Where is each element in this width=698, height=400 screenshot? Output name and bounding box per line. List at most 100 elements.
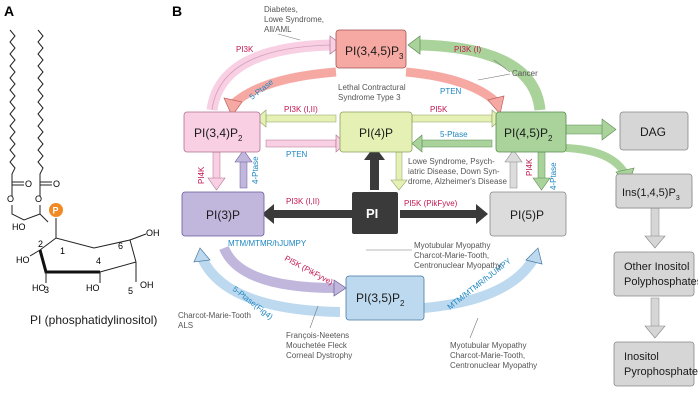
disease-lowe-line1: Lowe Syndrome, Psych- [408, 157, 495, 166]
disease-francois-line3: Corneal Dystrophy [286, 351, 352, 360]
atom-o1: O [25, 179, 32, 189]
atom-ho3: HO [32, 283, 46, 293]
node-dag: DAG [619, 111, 689, 151]
arrow-ins-to-other-head [644, 235, 666, 249]
disease-myotubular-bottom: Myotubular Myopathy Charcot-Marie-Tooth,… [450, 317, 537, 370]
arrow-pi-to-pi4-band [370, 156, 379, 190]
phosphate-circle [49, 203, 63, 217]
arrow-pi45-to-pi4-band [421, 139, 493, 148]
disease-francois-line1: François-Neetens [286, 331, 349, 340]
arrow-pi35-to-pi3-head [193, 247, 211, 263]
node-pi-label: PI [366, 206, 378, 221]
arrow-pi-to-pi3-band [272, 210, 352, 218]
node-pi345: PI(3,4,5)P3 [335, 29, 407, 69]
node-dag-label: DAG [640, 125, 666, 139]
node-pi34: PI(3,4)P2 [183, 111, 261, 153]
disease-top-line2: Lowe Syndrome, [264, 15, 324, 24]
node-pi345-label: PI(3,4,5)P [345, 44, 399, 58]
arrow-pi3-to-pi34-band [239, 159, 248, 189]
arrow-pi45-to-dag-band [565, 124, 605, 135]
node-pi3: PI(3)P [181, 191, 265, 237]
disease-francois-line2: Mouchetée Fleck [286, 341, 348, 350]
enzyme-pten-top: PTEN [440, 87, 462, 96]
arrow-pi4-to-pi-band [395, 151, 403, 183]
node-pi34-sub: 2 [238, 134, 243, 143]
arrow-pi5-to-pi45-band [509, 159, 518, 189]
arrow-pi35-to-pi5-band [423, 255, 539, 313]
phospho-bond [39, 213, 49, 223]
arrow-pi45-to-ins-band [565, 144, 628, 175]
disease-myo-bottom-line2: Charcot-Marie-Tooth, [450, 351, 525, 360]
atom-o3: O [53, 179, 60, 189]
disease-cmt-line1: Charcot-Marie-Tooth [178, 311, 251, 320]
disease-lowe-line2: iatric Disease, Down Syn- [408, 167, 500, 176]
enzyme-pi5k-top: PI5K [430, 105, 448, 114]
disease-lethal: Lethal Contractural Syndrome Type 3 [338, 83, 406, 102]
node-pi345-sub: 3 [399, 52, 404, 61]
node-pi45-sub: 2 [548, 134, 553, 143]
arrow-pi345-to-pi34-head [223, 97, 243, 117]
node-pi35: PI(3,5)P2 [345, 275, 425, 321]
svg-text:Ins(1,4,5)P3: Ins(1,4,5)P3 [622, 187, 680, 202]
disease-lethal-line2: Syndrome Type 3 [338, 93, 401, 102]
arrow-pi45-to-pi5-head [532, 177, 551, 191]
node-ins145-sub: 3 [676, 195, 680, 202]
node-other-line1: Other Inositol [624, 261, 689, 273]
fatty-acid-chain-2 [37, 29, 44, 182]
arrow-pi-to-pi4-head [364, 146, 385, 160]
arrow-pi345-to-pi34-band [228, 67, 337, 109]
glycerol-backbone [11, 205, 41, 221]
disease-top-line3: All/AML [264, 25, 292, 34]
enzyme-4ptase-left: 4-Ptase [251, 156, 260, 184]
node-pi3-label: PI(3)P [206, 208, 240, 222]
disease-top-line1: Diabetes, [264, 5, 298, 14]
node-ins145-label: Ins(1,4,5)P [622, 187, 676, 199]
arrow-pi34-to-pi4-band [265, 139, 337, 148]
position-2: 2 [38, 239, 43, 249]
enzyme-pten-mid: PTEN [286, 150, 308, 159]
atom-ho1: HO [12, 222, 26, 232]
arrow-pi4-to-pi45-band [411, 114, 493, 123]
arrow-other-to-pyro-band [650, 297, 660, 329]
enzyme-5ptase-mid: 5-Ptase [440, 130, 468, 139]
enzyme-pi4k-left: PI4K [197, 166, 206, 184]
svg-text:PI(3,4,5)P3: PI(3,4,5)P3 [345, 44, 404, 61]
svg-text:PI(4,5)P2: PI(4,5)P2 [504, 126, 553, 143]
arrow-pi35-to-pi5-head [525, 247, 543, 265]
ester-group-1: O O [7, 179, 32, 204]
position-6: 6 [118, 241, 123, 251]
node-pi34-label: PI(3,4)P [194, 126, 238, 140]
arrow-pi45-to-dag-head [601, 118, 617, 141]
atom-o2: O [7, 194, 14, 204]
node-pi5-label: PI(5)P [510, 208, 544, 222]
arrow-pi4-to-pi-head [390, 179, 408, 191]
node-pi35-sub: 2 [400, 299, 405, 308]
arrow-pi45-to-pi345-head [407, 35, 421, 55]
node-pi4: PI(4)P [339, 111, 413, 153]
atom-o4: O [35, 194, 42, 204]
position-3: 3 [44, 285, 49, 295]
atom-ho4: HO [86, 283, 100, 293]
disease-francois: François-Neetens Mouchetée Fleck Corneal… [286, 305, 352, 360]
panel-b-label: B [172, 3, 182, 19]
atom-oh1: OH [146, 228, 160, 238]
disease-lowe-line3: drome, Alzheimer's Disease [408, 177, 507, 186]
arrow-pi-to-pi5-band [400, 210, 478, 218]
panel-a-label: A [4, 3, 14, 19]
enzyme-pi3k-i-ii-top: PI3K (I,II) [284, 105, 318, 114]
node-pyro-line1: Inositol [624, 351, 659, 363]
arrow-pi4-to-pi34-band [265, 114, 337, 123]
disease-cmt-als: Charcot-Marie-Tooth ALS [178, 311, 251, 330]
disease-myo-top-line1: Myotubular Myopathy [414, 241, 490, 250]
arrow-pi45-to-pi345-band [419, 39, 546, 111]
disease-myotubular-top: Myotubular Myopathy Charcot-Marie-Tooth,… [366, 241, 501, 270]
arrow-pi345-to-pi45-head [487, 95, 505, 115]
molecule-name: PI (phosphatidylinositol) [30, 313, 157, 327]
atom-oh2: OH [140, 280, 154, 290]
node-other-line2: Polyphosphates [624, 276, 698, 288]
node-pi45: PI(4,5)P2 [495, 111, 567, 153]
arrow-pi3-to-pi35-head [333, 279, 347, 297]
position-4: 4 [96, 256, 101, 266]
node-pi35-label: PI(3,5)P [356, 291, 400, 305]
arrow-pi5-to-pi45-head [504, 149, 523, 163]
